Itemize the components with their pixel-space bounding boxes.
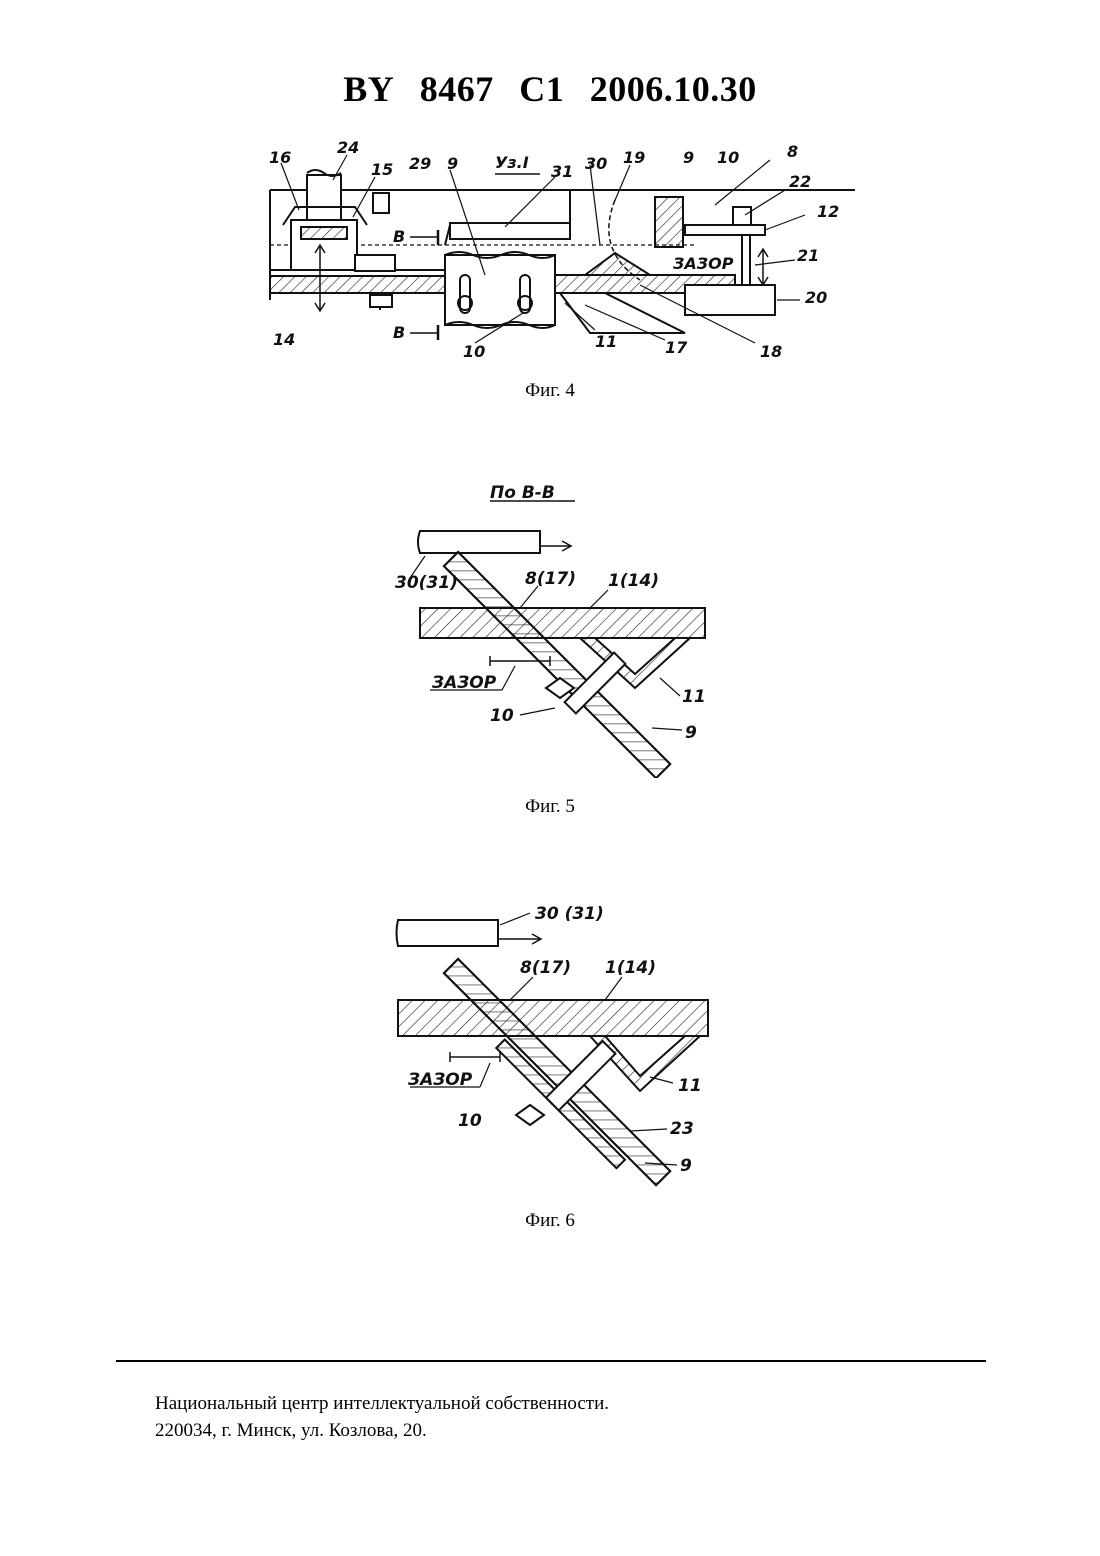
fig4-label-20: 20 [805, 288, 827, 307]
fig4-label-14: 14 [273, 330, 295, 349]
fig5-gap-label: ЗАЗОР [431, 673, 497, 693]
fig6-gap-label: ЗАЗОР [407, 1070, 473, 1090]
fig4-label-19: 19 [623, 148, 645, 167]
fig6-label-23: 23 [670, 1119, 694, 1139]
fig5-label-9: 9 [685, 723, 697, 743]
fig4-label-9-right: 9 [683, 148, 694, 167]
footer-publisher: Национальный центр интеллектуальной собс… [155, 1390, 609, 1444]
fig4-label-16: 16 [269, 148, 291, 167]
fig4-label-11: 11 [595, 332, 617, 351]
fig5-label-8-17: 8(17) [525, 569, 576, 589]
fig4-label-10-bottom: 10 [463, 342, 485, 361]
publication-date: 2006.10.30 [590, 69, 757, 109]
fig4-label-10-top: 10 [717, 148, 739, 167]
document-kind: C1 [519, 69, 564, 109]
figure-5-drawing: По В-В 30(31) 8(17) 1(14) ЗАЗОР 11 10 9 [390, 478, 710, 778]
fig4-label-30: 30 [585, 154, 607, 173]
fig4-label-21: 21 [797, 246, 819, 265]
fig6-label-8-17: 8(17) [520, 958, 571, 978]
fig4-label-15: 15 [371, 160, 393, 179]
fig4-label-31: 31 [551, 162, 573, 181]
figure-4-caption: Фиг. 4 [0, 380, 1100, 402]
patent-number: 8467 [420, 69, 494, 109]
fig4-section-label: Уз.I [495, 153, 529, 172]
fig4-label-8: 8 [787, 142, 798, 161]
figure-6-drawing: 30 (31) 8(17) 1(14) ЗАЗОР 11 10 23 9 [390, 895, 720, 1190]
fig4-cut-mark-bottom: В [393, 323, 405, 342]
fig5-section-label: По В-В [490, 483, 555, 503]
fig4-label-17: 17 [665, 338, 688, 357]
footer-line-1: Национальный центр интеллектуальной собс… [155, 1390, 609, 1417]
country-code: BY [343, 69, 394, 109]
fig4-label-24: 24 [337, 138, 359, 157]
footer-divider [116, 1360, 986, 1362]
footer-line-2: 220034, г. Минск, ул. Козлова, 20. [155, 1417, 609, 1444]
fig5-label-11: 11 [682, 687, 706, 707]
fig5-label-10: 10 [490, 706, 514, 726]
fig6-label-1-14: 1(14) [605, 958, 656, 978]
fig4-label-12: 12 [817, 202, 839, 221]
figure-6-caption: Фиг. 6 [0, 1210, 1100, 1232]
fig6-label-30-31: 30 (31) [535, 904, 604, 924]
fig6-label-11: 11 [678, 1076, 702, 1096]
fig4-cut-mark-top: В [393, 227, 405, 246]
fig4-label-9-left: 9 [447, 154, 458, 173]
figure-5-caption: Фиг. 5 [0, 796, 1100, 818]
fig6-label-10: 10 [458, 1111, 482, 1131]
fig5-label-1-14: 1(14) [608, 571, 659, 591]
figure-4-drawing: 16 24 15 29 9 Уз.I 31 30 19 9 10 8 22 12… [255, 135, 855, 365]
fig4-label-18: 18 [760, 342, 782, 361]
document-header: BY 8467 C1 2006.10.30 [0, 68, 1100, 110]
fig5-label-30-31: 30(31) [395, 573, 458, 593]
fig4-label-29: 29 [409, 154, 431, 173]
fig6-label-9: 9 [680, 1156, 692, 1176]
fig4-gap-label: ЗАЗОР [672, 254, 734, 273]
fig4-label-22: 22 [789, 172, 811, 191]
